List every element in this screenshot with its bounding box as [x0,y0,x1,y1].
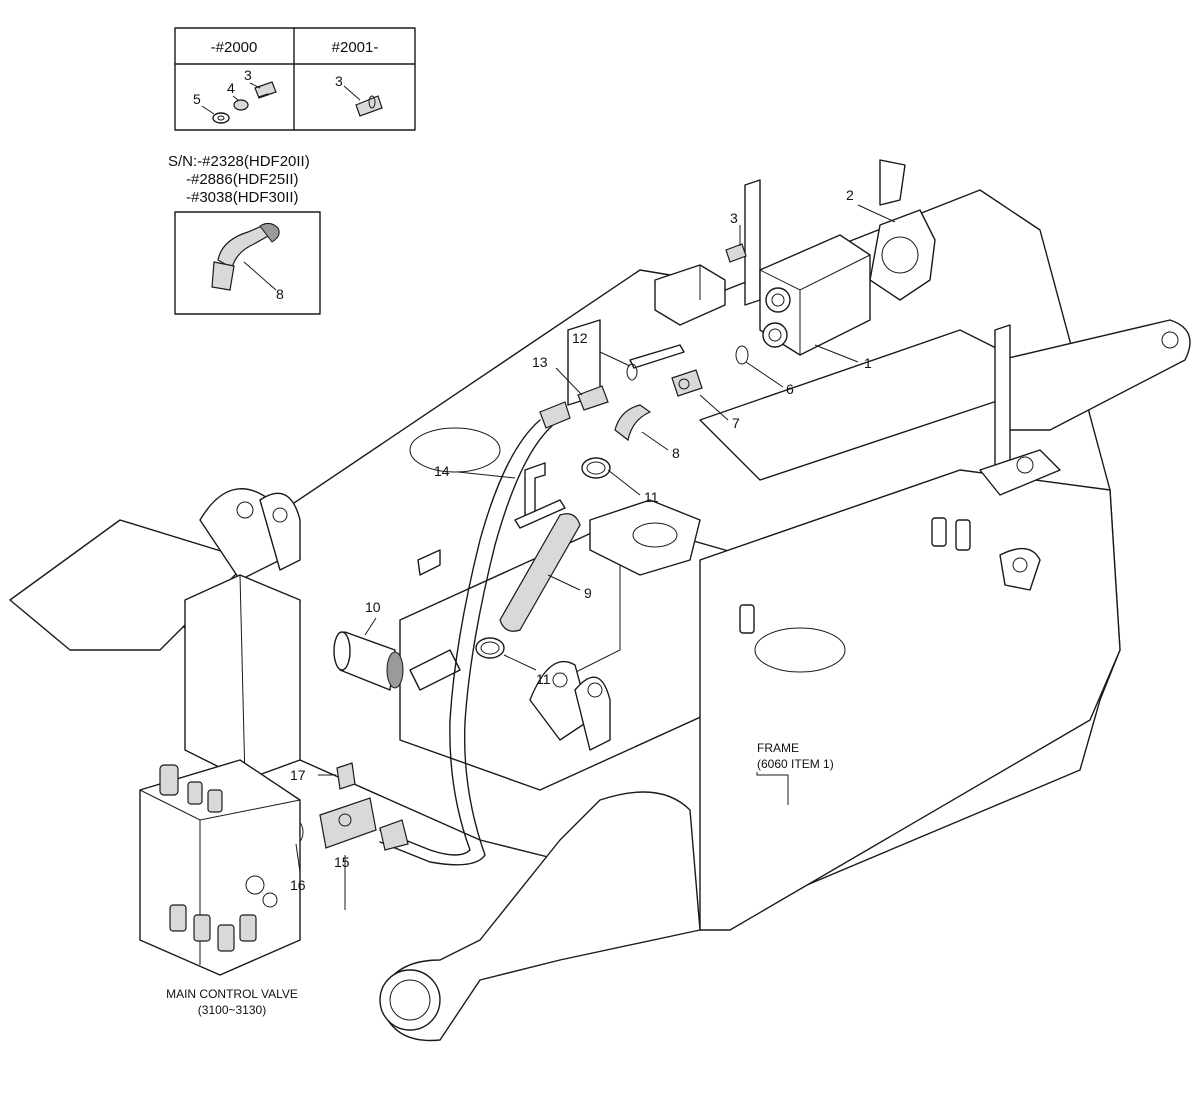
frame-label-line1: FRAME [757,741,799,755]
serial-note: S/N:-#2328(HDF20II) -#2886(HDF25II) -#30… [168,153,321,315]
pump-assembly [139,209,936,976]
elbow-part-8 [614,404,652,442]
callout-1: 1 [864,355,872,371]
serial-note-line1: S/N:-#2328(HDF20II) [168,153,310,170]
nut-icon [233,99,249,111]
washer-icon [212,112,230,124]
serial-note-line2: -#2886(HDF25II) [186,171,299,188]
clamp-part-11-lower [475,637,505,659]
serial-table-col1-callout-3: 3 [244,67,252,83]
callout-2: 2 [846,187,854,203]
frame-label: FRAME (6060 ITEM 1) [756,741,834,805]
pump-body-part-1 [759,234,871,356]
serial-table: -#2000 #2001- 3 4 5 3 [174,27,416,131]
tee-fitting-part-15 [319,797,377,849]
hose-part-14 [379,419,541,856]
plug-part-17 [336,762,356,790]
elbow-fitting-icon [217,225,269,269]
callout-11-upper: 11 [644,489,659,505]
leader-lines [295,204,896,910]
callout-10: 10 [365,599,381,615]
frame-structure [9,159,1191,1042]
callout-3: 3 [730,210,738,226]
callout-11-lower: 11 [536,671,551,687]
pipe-part-12 [629,344,685,369]
callout-6: 6 [786,381,794,397]
valve-label-line1: MAIN CONTROL VALVE [166,987,298,1001]
connector-part-13 [577,385,609,411]
callout-7: 7 [732,415,740,431]
callout-13: 13 [532,354,548,370]
inset-callout-8: 8 [276,286,284,302]
callout-15: 15 [334,854,350,870]
bolt-part-3 [725,243,747,263]
oring-part-6 [735,345,749,365]
serial-table-col1-callout-5: 5 [193,91,201,107]
bolt-icon [254,81,277,99]
callout-8: 8 [672,445,680,461]
suction-hose-part-9 [499,513,581,632]
callout-14: 14 [434,463,450,479]
callout-12: 12 [572,330,588,346]
clamp-part-11-upper [581,457,611,479]
serial-table-col2-header: #2001- [332,39,379,56]
inset-box [174,211,321,315]
frame-label-line2: (6060 ITEM 1) [757,757,834,771]
bolt-washer-icon [355,95,383,117]
callout-16: 16 [290,877,306,893]
serial-table-col1-header: -#2000 [211,39,258,56]
callout-17: 17 [290,767,306,783]
connector-part-7 [671,369,703,397]
serial-table-col2-callout-3: 3 [335,73,343,89]
valve-label: MAIN CONTROL VALVE (3100~3130) [166,987,298,1017]
serial-table-col1-callout-4: 4 [227,80,235,96]
callouts: 1 2 3 6 7 8 9 10 11 11 12 13 14 15 16 17 [290,187,872,893]
callout-9: 9 [584,585,592,601]
serial-note-line3: -#3038(HDF30II) [186,189,299,206]
valve-label-line2: (3100~3130) [198,1003,266,1017]
